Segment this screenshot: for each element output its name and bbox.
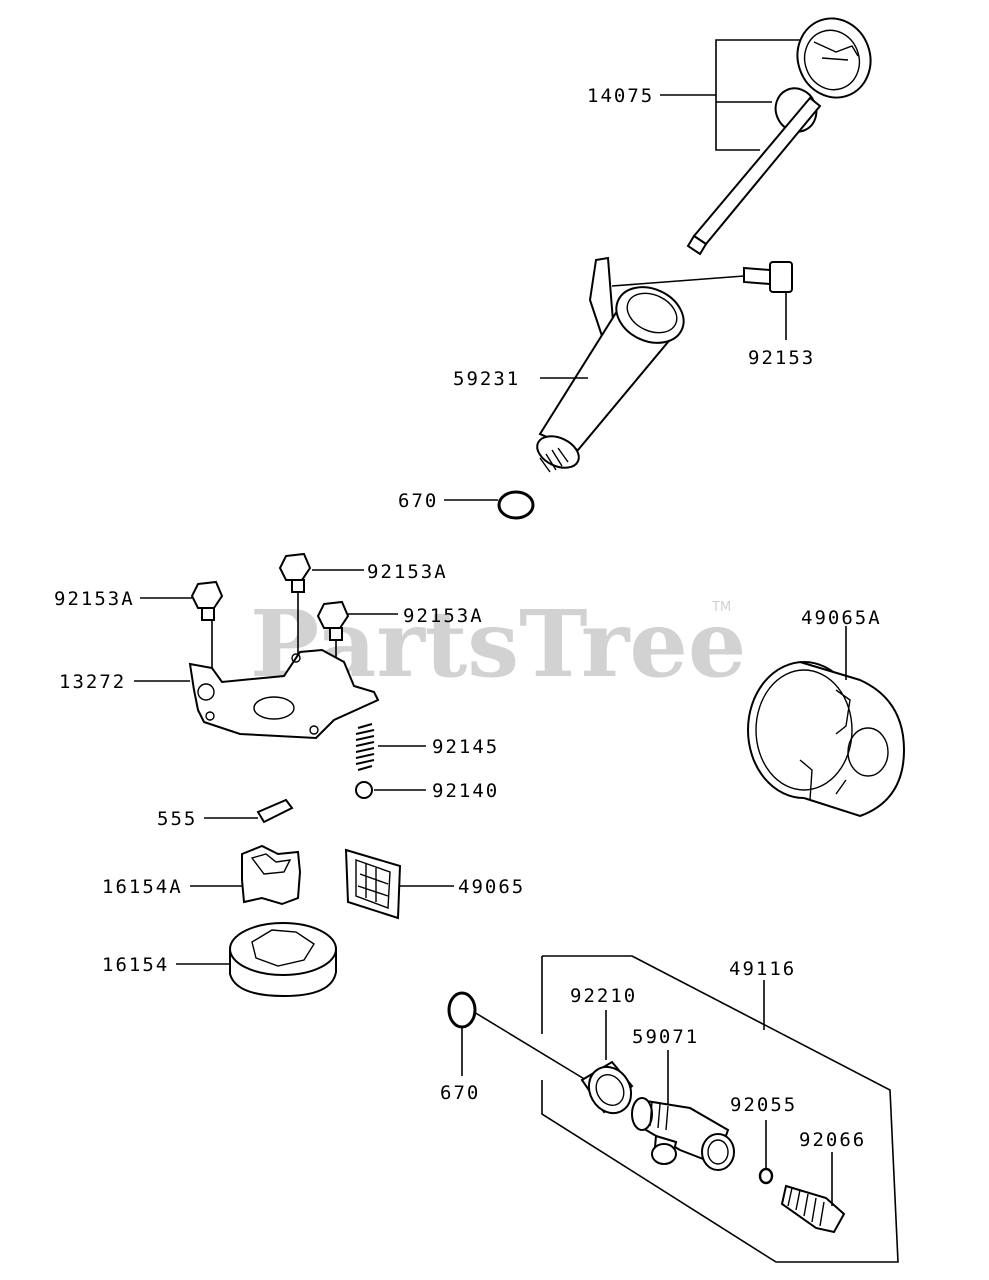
part-bolt-92153[interactable]: [611, 261, 793, 340]
label-59231: 59231: [453, 368, 520, 390]
part-inner-rotor[interactable]: [190, 844, 302, 906]
label-92153A-right: 92153A: [403, 605, 484, 627]
part-outer-rotor[interactable]: [176, 922, 337, 998]
part-dipstick-cap[interactable]: [660, 8, 882, 256]
part-oring-92055[interactable]: [758, 1120, 774, 1185]
label-14075: 14075: [587, 85, 654, 107]
label-13272: 13272: [59, 671, 126, 693]
label-92153: 92153: [748, 347, 815, 369]
part-bolt-92153A-right[interactable]: [316, 600, 398, 728]
label-59071: 59071: [632, 1026, 699, 1048]
part-oring-670-upper[interactable]: [444, 490, 535, 520]
label-49116: 49116: [729, 958, 796, 980]
part-bolt-92153A-left[interactable]: [140, 580, 224, 672]
part-drain-plug[interactable]: [780, 1152, 846, 1234]
label-49065A: 49065A: [801, 607, 882, 629]
label-92153A-mid: 92153A: [367, 561, 448, 583]
label-92066: 92066: [799, 1129, 866, 1151]
label-670-lower: 670: [440, 1082, 480, 1104]
part-oil-filter[interactable]: [747, 626, 906, 818]
label-92145: 92145: [432, 736, 499, 758]
part-oring-670-lower[interactable]: [447, 991, 587, 1081]
part-ball[interactable]: [355, 781, 426, 799]
label-92140: 92140: [432, 780, 499, 802]
label-670-upper: 670: [398, 490, 438, 512]
part-drain-nut[interactable]: [580, 1010, 640, 1121]
part-drain-group-frame[interactable]: [541, 955, 899, 1263]
label-92055: 92055: [730, 1094, 797, 1116]
part-filter-screen[interactable]: [344, 848, 454, 920]
part-pin[interactable]: [204, 798, 294, 824]
label-555: 555: [157, 808, 197, 830]
label-92210: 92210: [570, 985, 637, 1007]
part-bolt-92153A-mid[interactable]: [278, 552, 364, 660]
part-oil-fill-tube[interactable]: [532, 256, 693, 474]
label-16154A: 16154A: [102, 876, 183, 898]
part-drain-valve[interactable]: [631, 1050, 735, 1171]
part-spring[interactable]: [355, 723, 426, 771]
label-49065: 49065: [458, 876, 525, 898]
part-pump-plate[interactable]: [134, 648, 380, 740]
watermark-trademark: TM: [711, 600, 731, 615]
label-92153A-left: 92153A: [54, 588, 135, 610]
label-16154: 16154: [102, 954, 169, 976]
